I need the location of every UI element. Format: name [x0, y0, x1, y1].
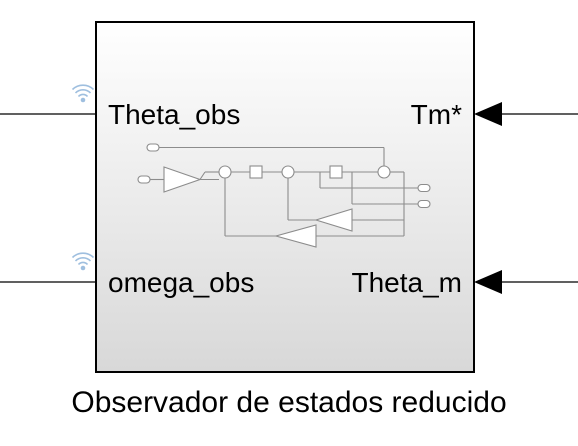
- input-port-label-theta-m: Theta_m: [351, 267, 463, 298]
- input-port-label-tm: Tm*: [410, 99, 462, 130]
- subsystem-mask-icon: [137, 143, 431, 248]
- input-arrow-theta-m: [474, 270, 502, 294]
- output-port-label-omega-obs: omega_obs: [108, 267, 255, 298]
- output-port-label-theta-obs: Theta_obs: [108, 99, 241, 130]
- wireless-signal-icon: [71, 84, 95, 103]
- wireless-signal-icon: [71, 252, 95, 271]
- subsystem-block[interactable]: [95, 21, 475, 373]
- input-arrow-tm: [474, 102, 502, 126]
- block-name-caption[interactable]: Observador de estados reducido: [71, 386, 507, 419]
